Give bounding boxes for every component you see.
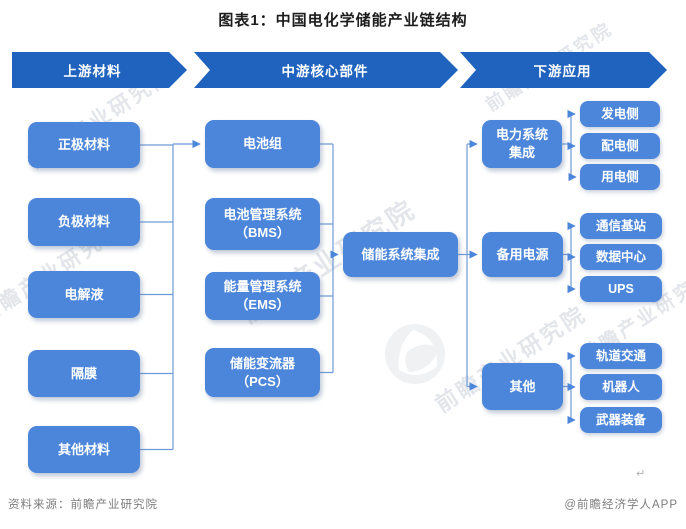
node-consumption-side: 用电侧	[580, 164, 660, 190]
watermark-logo-icon	[385, 324, 445, 384]
node-battery-pack: 电池组	[205, 120, 320, 168]
node-cathode-materials: 正极材料	[28, 122, 140, 168]
diagram-title: 图表1：中国电化学储能产业链结构	[218, 12, 468, 29]
paragraph-return-mark: ↵	[636, 468, 646, 480]
node-separator: 隔膜	[28, 350, 140, 397]
node-electrolyte: 电解液	[28, 271, 140, 318]
banner-midstream: 中游核心部件	[194, 52, 458, 88]
node-distribution-side: 配电侧	[580, 133, 660, 159]
node-ems: 能量管理系统 （EMS）	[205, 272, 320, 320]
node-backup-power: 备用电源	[482, 232, 563, 277]
banner-upstream: 上游材料	[12, 52, 187, 88]
node-anode-materials: 负极材料	[28, 198, 140, 246]
node-others: 其他	[482, 363, 563, 410]
node-ups: UPS	[580, 276, 662, 302]
banner-downstream: 下游应用	[460, 52, 667, 88]
node-generation-side: 发电侧	[580, 101, 660, 127]
node-other-materials: 其他材料	[28, 426, 140, 473]
credit-note: @前瞻经济学人APP	[564, 499, 678, 511]
node-robots: 机器人	[580, 374, 662, 400]
node-weapons-equipment: 武器装备	[580, 407, 662, 433]
node-telecom-base-station: 通信基站	[580, 213, 662, 239]
node-storage-system-integration: 储能系统集成	[343, 232, 458, 277]
node-pcs: 储能变流器 （PCS）	[205, 348, 320, 397]
source-note: 资料来源：前瞻产业研究院	[8, 499, 158, 511]
node-data-center: 数据中心	[580, 244, 662, 270]
node-power-system-integration: 电力系统 集成	[482, 120, 562, 168]
node-bms: 电池管理系统 （BMS）	[205, 198, 320, 250]
node-rail-transit: 轨道交通	[580, 343, 662, 369]
